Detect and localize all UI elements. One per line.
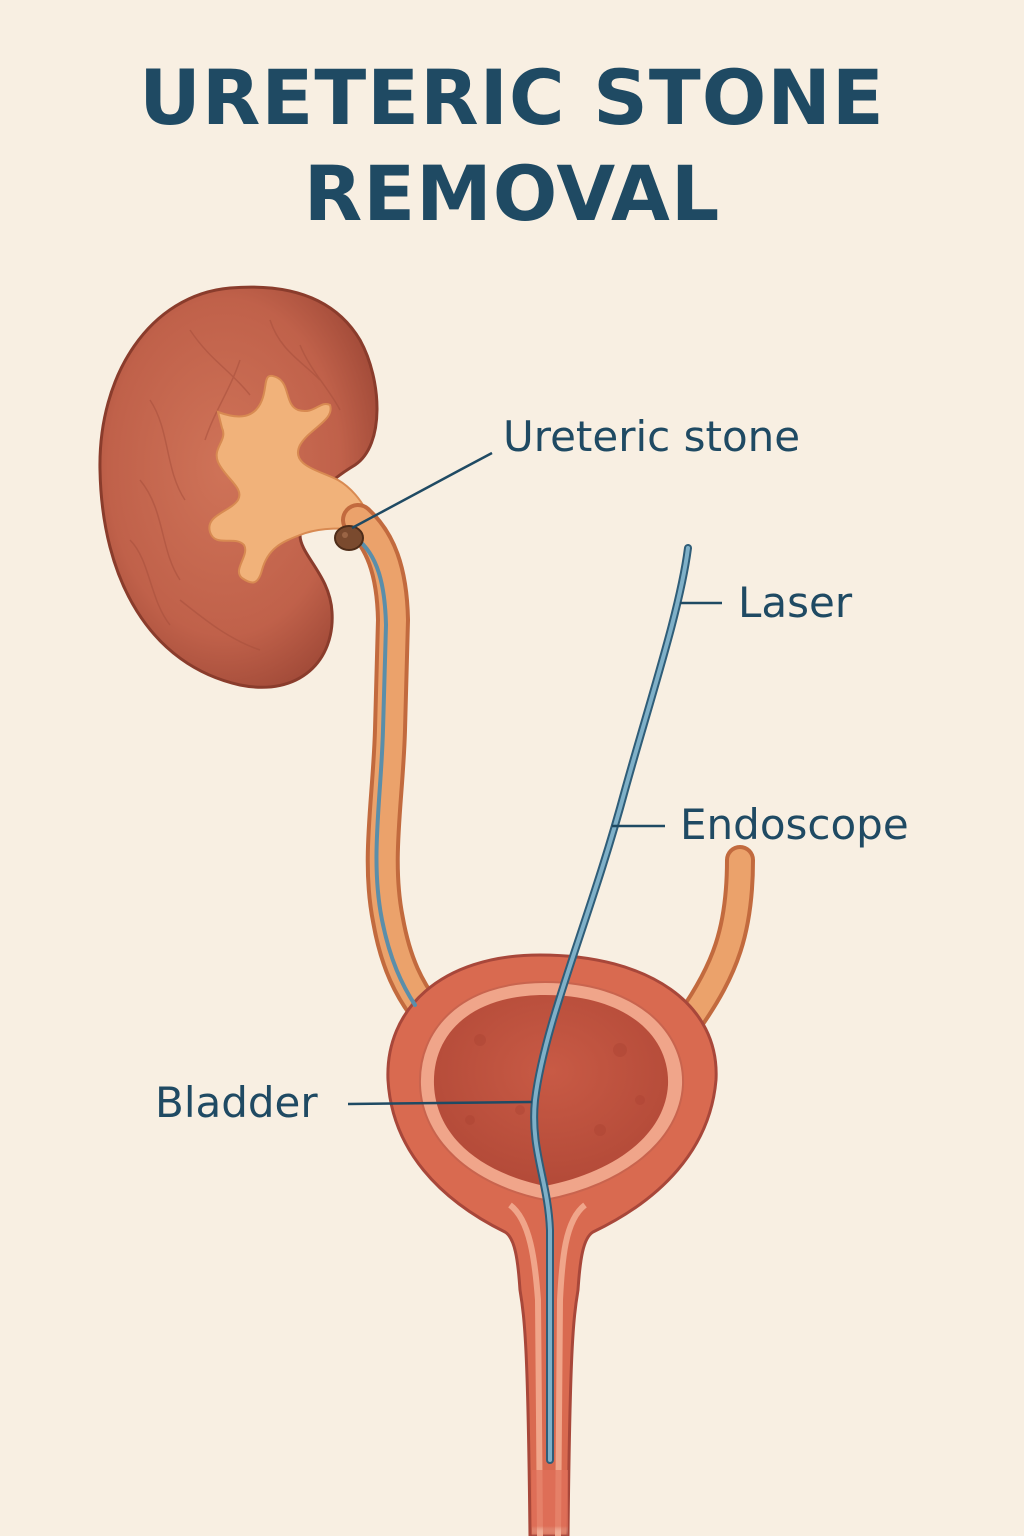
endoscope	[530, 544, 692, 1464]
title-line-2: REMOVAL	[303, 149, 721, 238]
leader-line-stone	[351, 451, 493, 530]
label-laser: Laser	[738, 578, 853, 627]
label-endoscope: Endoscope	[680, 800, 909, 849]
ureteric-stone	[334, 525, 364, 551]
title-line-1: URETERIC STONE	[139, 53, 885, 142]
ureteroscope-in-ureter	[354, 536, 417, 1007]
label-bladder: Bladder	[155, 1078, 318, 1127]
page-title: URETERIC STONE REMOVAL	[0, 50, 1024, 242]
leader-line-bladder	[347, 1100, 533, 1106]
label-ureteric-stone: Ureteric stone	[503, 412, 801, 461]
